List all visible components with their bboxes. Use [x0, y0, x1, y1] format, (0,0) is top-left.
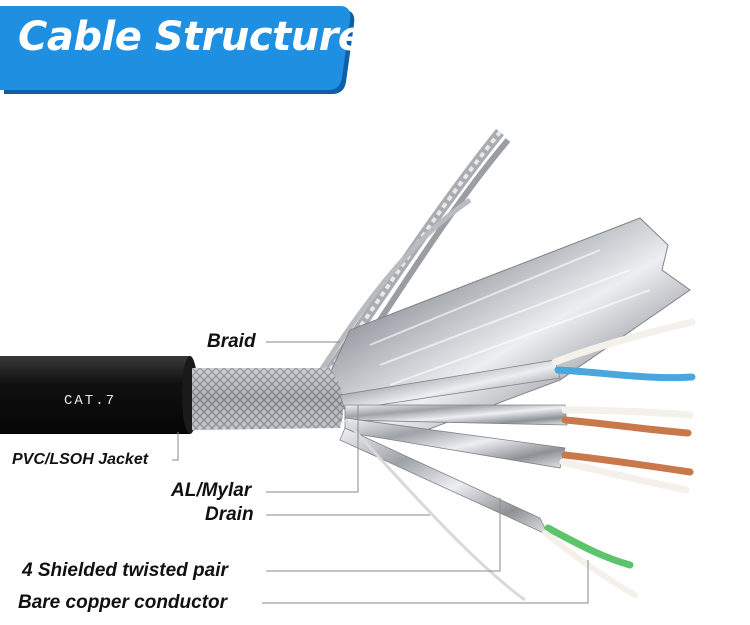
leader-lines	[172, 341, 589, 604]
braid-shield	[192, 368, 344, 430]
banner-shape	[0, 6, 351, 90]
leader-jacket	[172, 432, 179, 461]
page-title: Cable Structure	[18, 14, 365, 60]
title-banner	[0, 6, 355, 94]
label-drain: Drain	[205, 504, 254, 525]
drain-wire	[343, 418, 526, 602]
label-braid: Braid	[207, 331, 256, 352]
label-al-mylar: AL/Mylar	[171, 480, 252, 501]
label-jacket: PVC/LSOH Jacket	[12, 451, 149, 468]
label-shielded-pair: 4 Shielded twisted pair	[22, 560, 228, 581]
leader-copper	[262, 560, 589, 604]
pvc-jacket	[0, 356, 198, 434]
leader-shielded-pair	[266, 498, 501, 572]
twisted-wires	[542, 318, 696, 598]
cable-print: CAT.7	[64, 393, 116, 409]
label-copper: Bare copper conductor	[18, 592, 228, 613]
leader-al-mylar	[266, 405, 359, 493]
